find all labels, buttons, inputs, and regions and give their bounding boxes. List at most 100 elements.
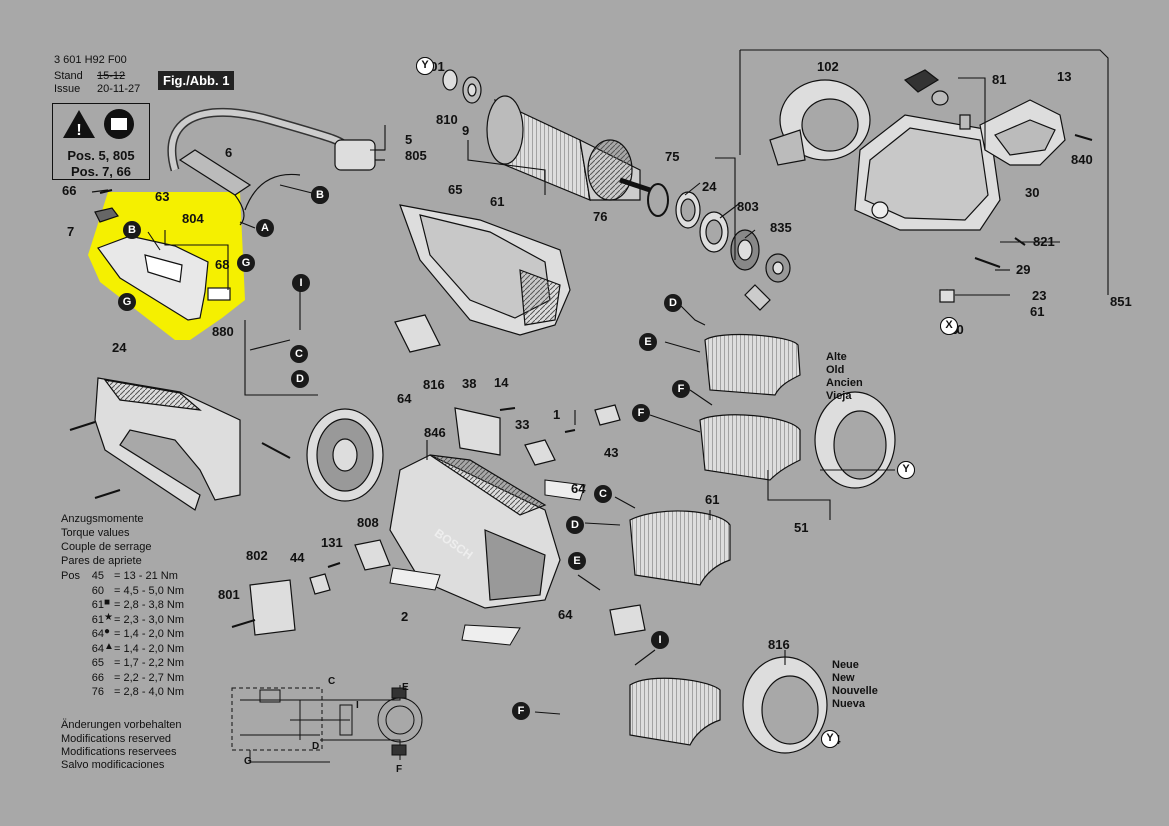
part-number: 821 xyxy=(1033,234,1055,249)
flange-30 xyxy=(769,79,871,166)
torque-title-es: Pares de apriete xyxy=(61,555,142,567)
old-label-en: Old xyxy=(826,364,845,376)
torque-row-mark: ■ xyxy=(104,597,111,608)
part-number: 808 xyxy=(357,515,379,530)
schematic-label: E xyxy=(402,682,409,693)
schematic-label: D xyxy=(312,741,320,752)
leader-lines xyxy=(147,49,1109,715)
part-number: 24 xyxy=(112,340,127,355)
fan xyxy=(306,408,384,502)
issue-date: 20-11-27 xyxy=(97,83,141,95)
part-number: 23 xyxy=(1032,288,1047,303)
torque-row-range: = 2,8 - 4,0 Nm xyxy=(114,686,185,698)
torque-row-mark: ● xyxy=(104,626,111,637)
schematic-label: I xyxy=(356,700,359,711)
warning-icons: ! xyxy=(63,109,134,139)
part-number: 76 xyxy=(593,209,608,224)
callout-e: E xyxy=(639,333,657,351)
old-label-de: Alte xyxy=(826,351,847,363)
brush-parts xyxy=(249,314,646,636)
part-number: 2 xyxy=(401,609,409,624)
callout-c: C xyxy=(290,345,308,363)
callout-d: D xyxy=(566,516,584,534)
warning-triangle-icon xyxy=(63,110,95,138)
gear-head xyxy=(854,114,1001,231)
torque-row-pos: 76 xyxy=(91,686,104,698)
callout-y: Y xyxy=(897,461,915,479)
callout-e: E xyxy=(568,552,586,570)
torque-row-pos: 61 xyxy=(91,599,104,611)
part-number: 840 xyxy=(1071,152,1093,167)
part-number: 43 xyxy=(604,445,619,460)
torque-row-range: = 1,7 - 2,2 Nm xyxy=(114,657,185,669)
callout-a: A xyxy=(256,219,274,237)
callout-y: Y xyxy=(416,57,434,75)
part-number: 13 xyxy=(1057,69,1072,84)
part-number: 816 xyxy=(423,377,445,392)
notice-de: Änderungen vorbehalten xyxy=(61,719,182,731)
figure-label: Fig./Abb. 1 xyxy=(158,71,235,90)
callout-g: G xyxy=(237,254,255,272)
part-number: 61 xyxy=(1030,304,1045,319)
callout-d: D xyxy=(291,370,309,388)
small-parts-840-29 xyxy=(903,69,971,303)
part-number: 30 xyxy=(1025,185,1040,200)
bearing-rings xyxy=(647,183,791,311)
callout-i: I xyxy=(651,631,669,649)
part-number: 51 xyxy=(794,520,809,535)
product-code: 3 601 H92 F00 xyxy=(54,54,127,66)
torque-row-pos: 61 xyxy=(91,613,104,626)
callout-f: F xyxy=(632,404,650,422)
gear-housing xyxy=(399,204,571,336)
schematic-label: G xyxy=(244,756,252,767)
torque-row-range: = 2,3 - 3,0 Nm xyxy=(114,613,185,626)
part-number: 33 xyxy=(515,417,530,432)
callout-f: F xyxy=(512,702,530,720)
callout-x: X xyxy=(940,317,958,335)
torque-row-pos: 66 xyxy=(91,671,104,684)
part-number: 64 xyxy=(397,391,412,406)
screws xyxy=(69,134,1093,628)
new-label-de: Neue xyxy=(832,659,859,671)
warning-box: ! Pos. 5, 805 Pos. 7, 66 xyxy=(52,103,150,180)
new-label-fr: Nouvelle xyxy=(832,685,878,697)
svg-text:!: ! xyxy=(76,122,81,139)
part-number: 810 xyxy=(436,112,458,127)
torque-row-pos: 64 xyxy=(91,642,104,655)
callout-g: G xyxy=(118,293,136,311)
part-number: 7 xyxy=(67,224,75,239)
switch-assembly xyxy=(91,189,231,321)
torque-row-range: = 1,4 - 2,0 Nm xyxy=(114,642,185,655)
part-number: 65 xyxy=(448,182,463,197)
part-number: 5 xyxy=(405,132,413,147)
part-number: 131 xyxy=(321,535,343,550)
schematic-label: C xyxy=(328,676,336,687)
part-number: 61 xyxy=(705,492,720,507)
power-cable xyxy=(167,107,385,226)
callout-b: B xyxy=(311,186,329,204)
part-number: 24 xyxy=(702,179,717,194)
old-label-fr: Ancien xyxy=(826,377,863,389)
notice-fr: Modifications reservees xyxy=(61,746,177,758)
notice-es: Salvo modificaciones xyxy=(61,759,165,771)
callout-f: F xyxy=(672,380,690,398)
part-number: 81 xyxy=(992,72,1007,87)
wiring-schematic xyxy=(231,685,423,763)
warning-pos-line1: Pos. 5, 805 xyxy=(67,148,135,163)
motor-housing xyxy=(389,454,561,609)
torque-pos-label: Pos xyxy=(61,570,80,582)
torque-row-mark: ▲ xyxy=(104,640,114,652)
torque-row-range: = 1,4 - 2,0 Nm xyxy=(114,628,185,640)
callout-d: D xyxy=(664,294,682,312)
torque-row-range: = 4,5 - 5,0 Nm xyxy=(114,584,185,597)
part-number: 835 xyxy=(770,220,792,235)
torque-row-pos: 64 xyxy=(91,628,104,640)
callout-y: Y xyxy=(821,730,839,748)
part-number: 75 xyxy=(665,149,680,164)
part-number: 68 xyxy=(215,257,230,272)
torque-row-range: = 2,2 - 2,7 Nm xyxy=(114,671,185,684)
part-number: 38 xyxy=(462,376,477,391)
part-number: 880 xyxy=(212,324,234,339)
